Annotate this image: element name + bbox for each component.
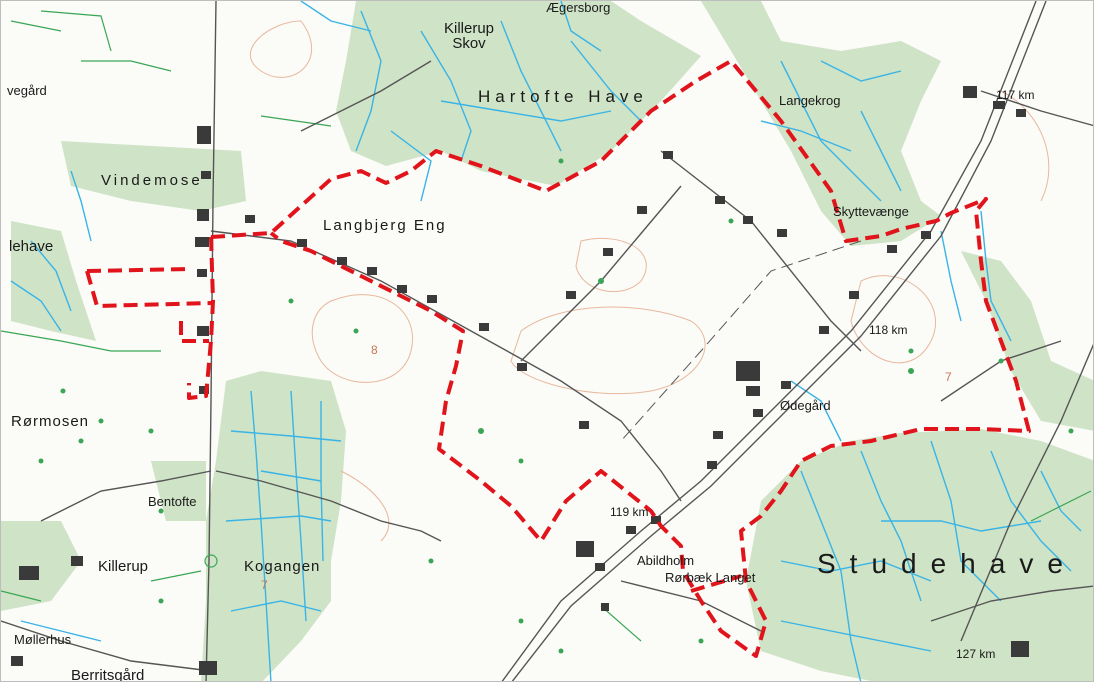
label-odegard: Ødegård	[780, 398, 831, 413]
tree-dots	[38, 158, 1074, 654]
hedges	[1, 10, 1092, 642]
label-langekrog: Langekrog	[779, 93, 841, 108]
spot-height-7-kogangen: 7	[261, 578, 268, 592]
label-langbjerg-eng: Langbjerg Eng	[323, 217, 447, 234]
label-vegard: vegård	[7, 83, 47, 98]
label-aegersborg: Ægersborg	[546, 0, 611, 15]
label-rormosen: Rørmosen	[11, 413, 90, 430]
motorway	[511, 1, 1093, 681]
label-berritsgard: Berritsgård	[71, 667, 145, 682]
label-abildholm: Abildholm	[637, 553, 695, 568]
road-km-127: 127 km	[956, 647, 996, 661]
label-mollerhus: Møllerhus	[14, 632, 72, 647]
water-ditches	[10, 1, 1082, 681]
road-km-117: 117 km	[996, 88, 1035, 102]
buildings	[11, 86, 1029, 675]
spot-height-7-east: 7	[945, 370, 952, 384]
label-lehave: lehave	[9, 238, 54, 255]
label-killerup: Killerup	[98, 558, 149, 575]
label-vindemose: Vindemose	[101, 172, 203, 189]
roundabout	[204, 554, 218, 568]
label-studehave: Studehave	[817, 548, 1077, 579]
label-bentofte: Bentofte	[148, 494, 197, 509]
road-km-119: 119 km	[610, 505, 649, 519]
area-boundary	[85, 59, 1031, 658]
tracks	[620, 240, 862, 442]
label-killerup-skov: Killerup Skov	[444, 20, 495, 52]
label-skyttevaenge: Skyttevænge	[833, 204, 909, 219]
label-rorbaek-langet: Rørbæk Langet	[665, 570, 756, 585]
spot-height-8: 8	[371, 343, 378, 357]
road-km-118: 118 km	[869, 323, 908, 337]
label-kogangen: Kogangen	[244, 558, 321, 575]
label-hartofte-have: Hartofte Have	[478, 87, 648, 106]
contour-lines	[249, 20, 1050, 542]
